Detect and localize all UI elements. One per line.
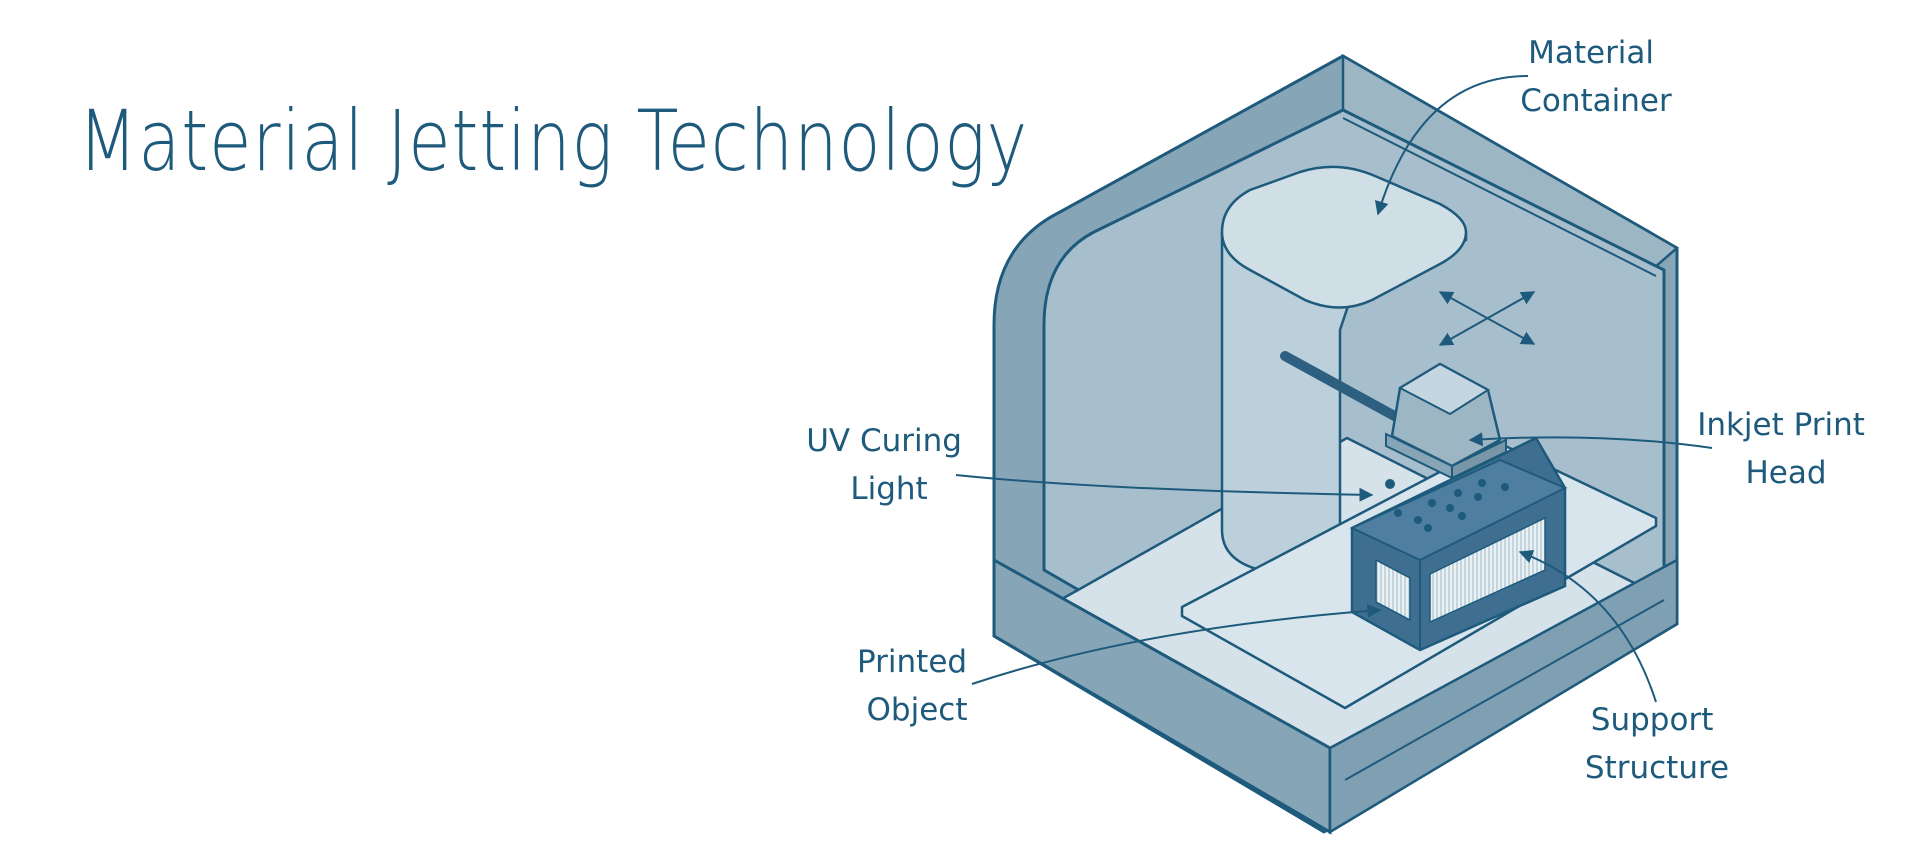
- label-support-structure-line2: Structure: [1585, 750, 1729, 786]
- label-support-structure-line1: Support: [1591, 702, 1714, 738]
- label-support-structure: Support Structure: [1585, 702, 1729, 786]
- leader-inkjet-print-head: [1468, 432, 1713, 449]
- label-printed-object: Printed Object: [857, 644, 977, 728]
- front-right-inner: [1344, 599, 1665, 781]
- leader-printed-object: [971, 603, 1382, 685]
- front-right-wall: [1328, 557, 1679, 835]
- leader-material-container: [1374, 75, 1529, 216]
- leader-uv-curing-light: [955, 474, 1374, 502]
- label-material-container-line2: Container: [1520, 83, 1672, 119]
- inner-rim: [1342, 117, 1657, 277]
- label-printed-object-line1: Printed: [857, 644, 967, 680]
- leader-lines: [955, 75, 1713, 703]
- printed-object: [1349, 436, 1568, 652]
- xy-motion-arrows-icon: [1438, 291, 1536, 346]
- label-material-container: Material Container: [1520, 35, 1672, 119]
- label-material-container-line1: Material: [1528, 35, 1654, 71]
- label-uv-curing-light-line2: Light: [850, 471, 927, 507]
- page-title: Material Jetting Technology: [78, 92, 1029, 190]
- label-printed-object-line2: Object: [867, 692, 968, 728]
- leader-support-structure: [1518, 549, 1657, 703]
- label-uv-curing-light: UV Curing Light: [806, 423, 972, 507]
- label-inkjet-print-head-line2: Head: [1745, 455, 1826, 491]
- label-uv-curing-light-line1: UV Curing: [806, 423, 962, 459]
- label-inkjet-print-head: Inkjet Print Head: [1697, 407, 1875, 491]
- label-inkjet-print-head-line1: Inkjet Print: [1697, 407, 1865, 443]
- support-structure: [1375, 558, 1411, 622]
